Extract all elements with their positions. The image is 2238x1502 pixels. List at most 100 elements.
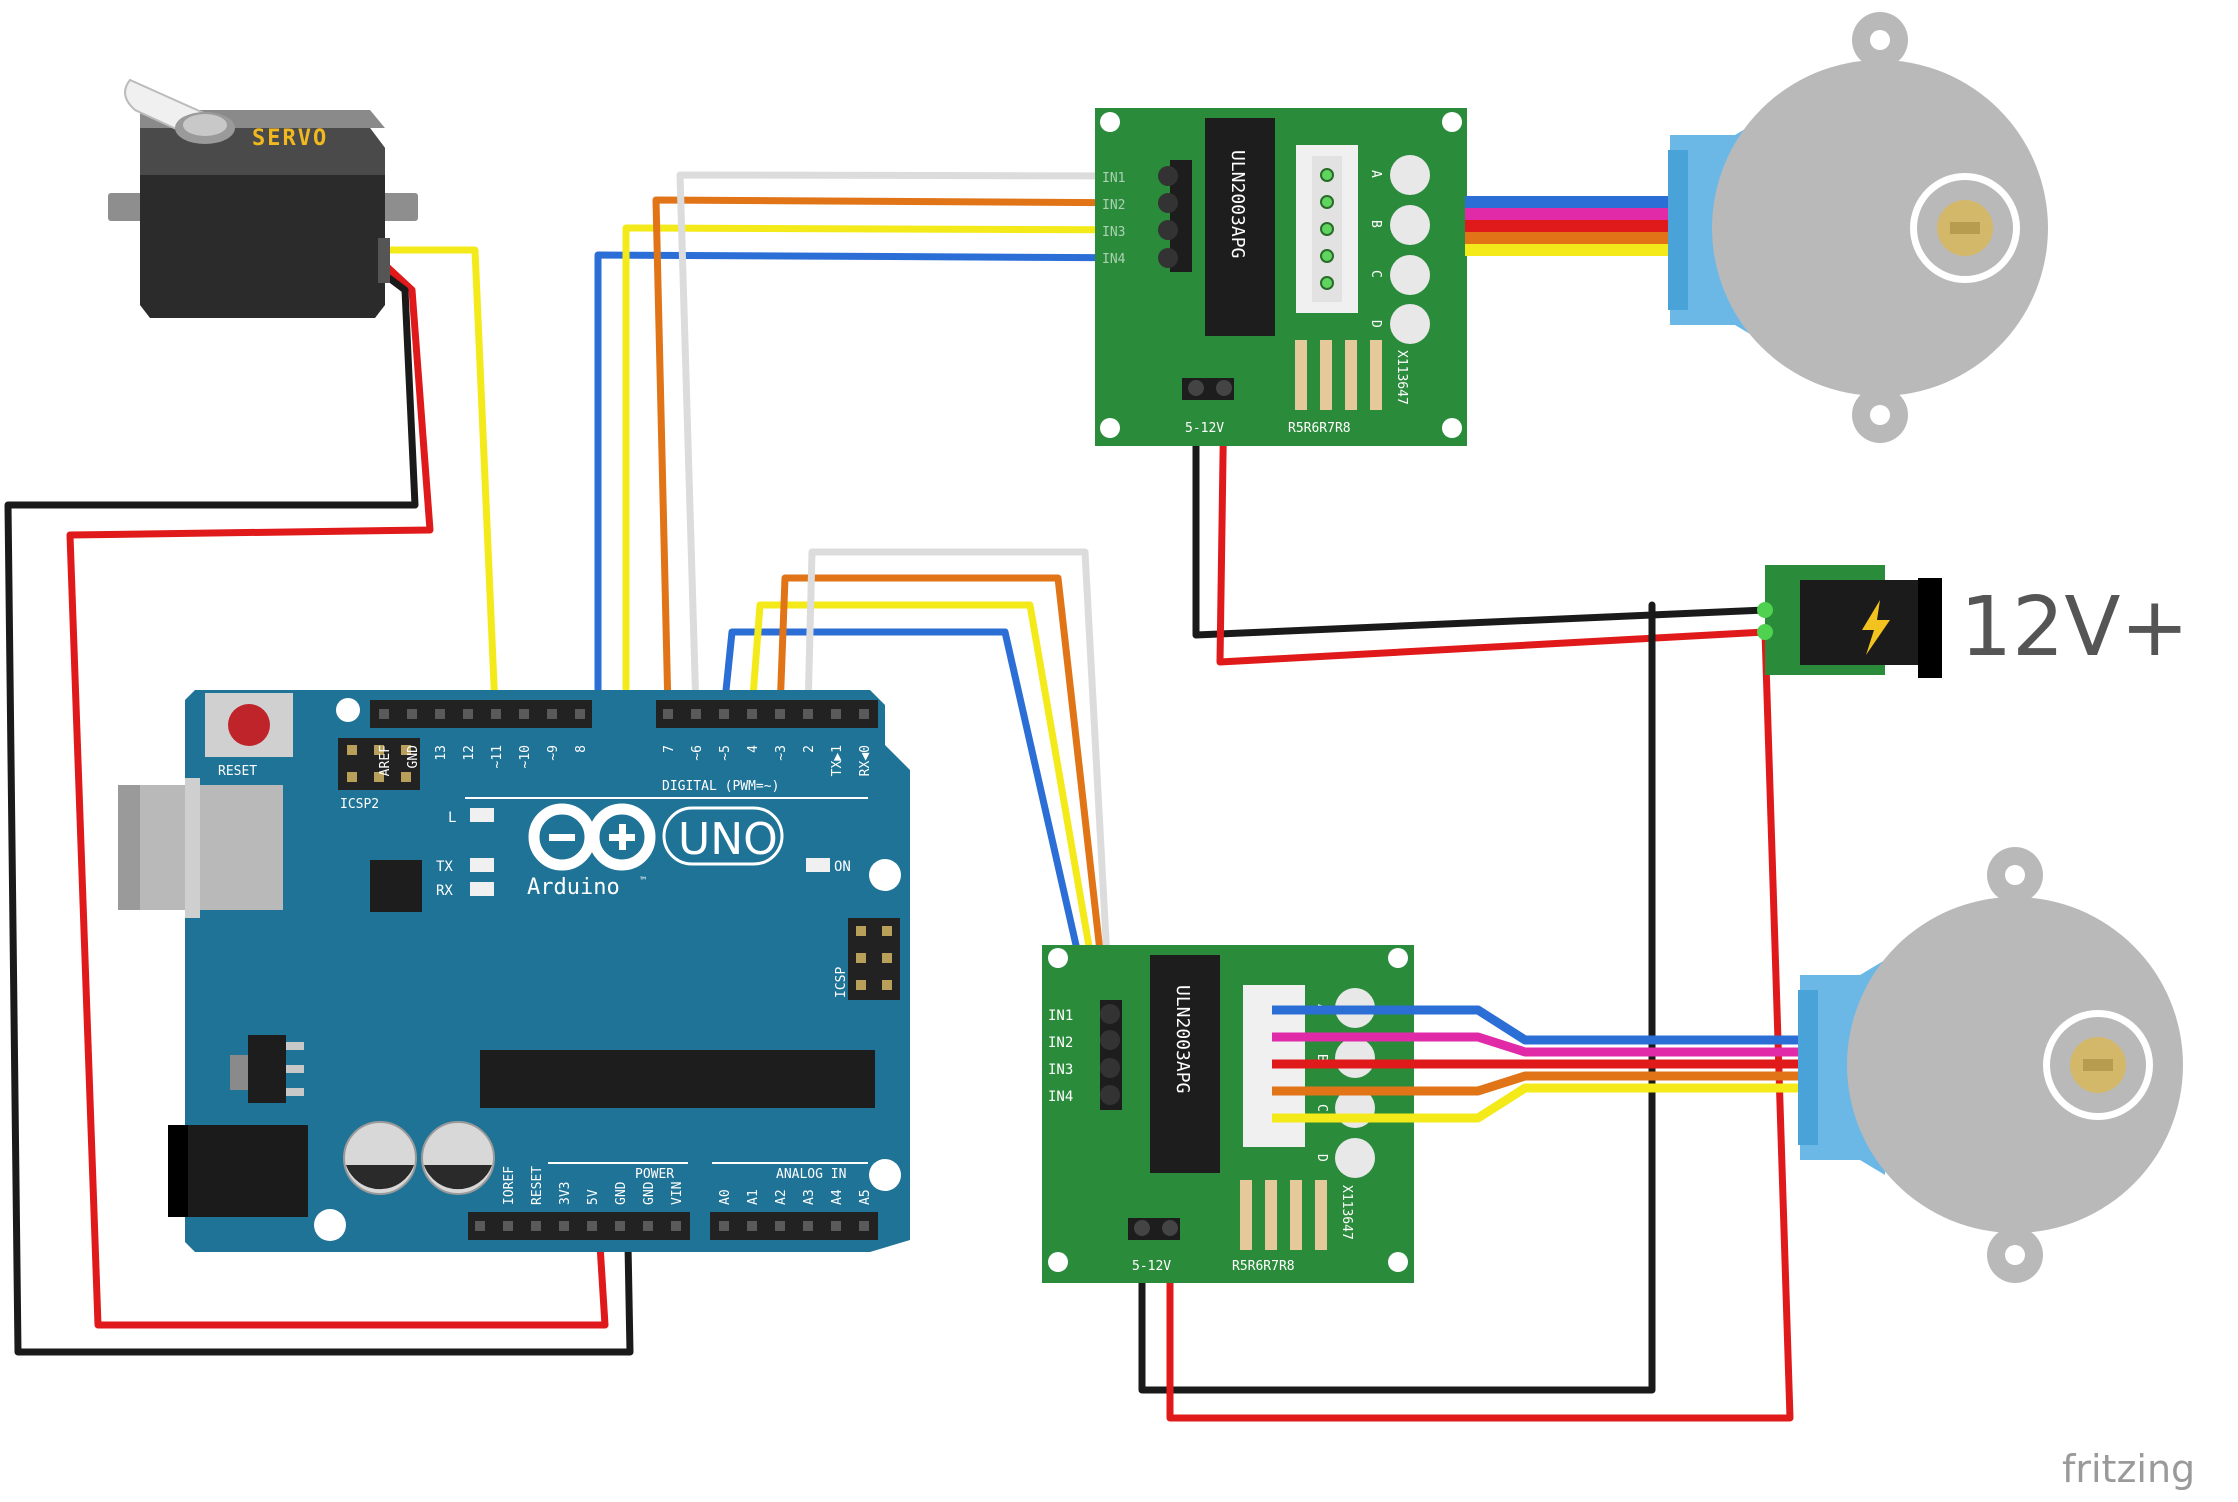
top-connector-pin: [1320, 195, 1334, 209]
power-pin-hole: [559, 1221, 569, 1231]
top-connector-pin: [1320, 276, 1334, 290]
power-pin-label: VIN: [670, 1182, 685, 1205]
digital-pin-label: ~5: [718, 745, 733, 761]
digital-pin-hole: [547, 709, 557, 719]
wire-pin2-bot-in1: [804, 548, 1114, 1018]
top-input-label: IN4: [1102, 252, 1126, 267]
analog-pin-hole: [803, 1221, 813, 1231]
wire-pin6-top-in1: [676, 171, 1172, 714]
digital-pin-label: ~6: [690, 745, 705, 761]
top-input-label: IN1: [1102, 171, 1125, 186]
power-pin-hole: [615, 1221, 625, 1231]
digital-pin-hole: [463, 709, 473, 719]
digital-pin-label: 2: [802, 745, 817, 753]
wire-pin4-bot-in3: [748, 601, 1114, 1072]
analog-pin-label: A5: [858, 1189, 873, 1205]
capacitor-2: [421, 1121, 495, 1195]
icsp-header: [848, 918, 900, 1000]
wire-top-driver-vcc: [1216, 384, 1769, 666]
analog-pin-hole: [831, 1221, 841, 1231]
digital-pin-hole: [831, 709, 841, 719]
lightning-icon: [1862, 600, 1890, 655]
power-pin-label: 5V: [586, 1189, 601, 1205]
power-pin-hole: [531, 1221, 541, 1231]
bottom-chip-label: ULN2003APG: [1172, 985, 1193, 1093]
top-resistor-label: R5R6R7R8: [1288, 421, 1351, 436]
power-pin-label: IOREF: [502, 1166, 517, 1205]
digital-pin-label: 8: [574, 745, 589, 753]
analog-pin-hole: [859, 1221, 869, 1231]
bottom-input-label: IN1: [1048, 1008, 1073, 1024]
bottom-motor-connector-wires: [1272, 1005, 1800, 1123]
bottom-input-label: IN3: [1048, 1062, 1073, 1078]
digital-pin-hole: [691, 709, 701, 719]
digital-pin-label: ~10: [518, 745, 533, 768]
digital-pin-hole: [491, 709, 501, 719]
led-rx-label: RX: [436, 883, 453, 899]
power-pin-hole: [503, 1221, 513, 1231]
icsp2-header: [338, 738, 420, 790]
wire-top-driver-gnd: [1192, 384, 1769, 639]
power-pin-label: RESET: [530, 1166, 545, 1205]
top-driver-inputs: [1158, 166, 1178, 268]
digital-pin-hole: [435, 709, 445, 719]
bottom-led-label: C: [1314, 1104, 1329, 1112]
top-power-label: 5-12V: [1185, 421, 1224, 436]
power-pin-hole: [643, 1221, 653, 1231]
bottom-led-label: B: [1314, 1054, 1329, 1062]
digital-pin-label: 12: [462, 745, 477, 761]
stepper-motor-bottom: [1798, 847, 2183, 1283]
digital-pin-label: GND: [406, 745, 421, 769]
top-silk-label: X113647: [1394, 350, 1409, 405]
bottom-power-label: 5-12V: [1132, 1259, 1171, 1274]
digital-pin-hole: [747, 709, 757, 719]
top-input-label: IN2: [1102, 198, 1125, 213]
icsp2-label: ICSP2: [340, 797, 379, 812]
top-led-label: D: [1368, 320, 1383, 328]
wire-supply-vcc-bottom: [1166, 628, 1794, 1422]
bottom-led-label: D: [1314, 1154, 1329, 1162]
led-l-label: L: [448, 810, 456, 826]
digital-pin-label: RX◀0: [858, 745, 873, 776]
digital-pin-hole: [719, 709, 729, 719]
arduino-model: UNO: [678, 814, 778, 865]
power-pin-hole: [671, 1221, 681, 1231]
power-pin-hole: [587, 1221, 597, 1231]
digital-pin-hole: [663, 709, 673, 719]
analog-pin-label: A0: [718, 1189, 733, 1205]
wire-servo-signal: [381, 246, 499, 712]
top-connector-pin: [1320, 168, 1334, 182]
bottom-driver-inputs: [1100, 1004, 1120, 1105]
wire-pin9-top-in4: [594, 251, 1172, 714]
digital-pin-label: 4: [746, 745, 761, 753]
servo-motor: SERVO: [108, 78, 418, 318]
wire-pin8-top-in3: [622, 224, 1172, 714]
top-connector-pin: [1320, 222, 1334, 236]
digital-pin-hole: [803, 709, 813, 719]
wire-supply-gnd-bottom: [1138, 601, 1656, 1394]
analog-pin-hole: [719, 1221, 729, 1231]
top-input-label: IN3: [1102, 225, 1125, 240]
power-pin-label: GND: [642, 1181, 657, 1205]
wires: [4, 171, 1794, 1422]
digital-pin-label: TX▶1: [830, 745, 845, 776]
power-header: [468, 1212, 690, 1240]
digital-pin-label: ~9: [546, 745, 561, 761]
power-supply-label: 12V+: [1960, 580, 2189, 675]
capacitor-1: [343, 1121, 417, 1195]
wire-pin3-bot-in2: [776, 574, 1114, 1044]
top-led-label: B: [1368, 220, 1383, 228]
digital-pin-label: 13: [434, 745, 449, 761]
analog-pin-label: A2: [774, 1189, 789, 1205]
bottom-input-label: IN4: [1048, 1089, 1073, 1105]
analog-pin-label: A4: [830, 1189, 845, 1205]
digital-pin-label: AREF: [378, 745, 393, 776]
led-on-label: ON: [834, 859, 851, 875]
digital-pin-hole: [519, 709, 529, 719]
top-connector-pin: [1320, 249, 1334, 263]
arduino-trademark: ™: [640, 876, 646, 887]
top-led-label: C: [1368, 270, 1383, 278]
wire-servo-ground: [4, 271, 634, 1356]
power-label: POWER: [635, 1167, 674, 1182]
